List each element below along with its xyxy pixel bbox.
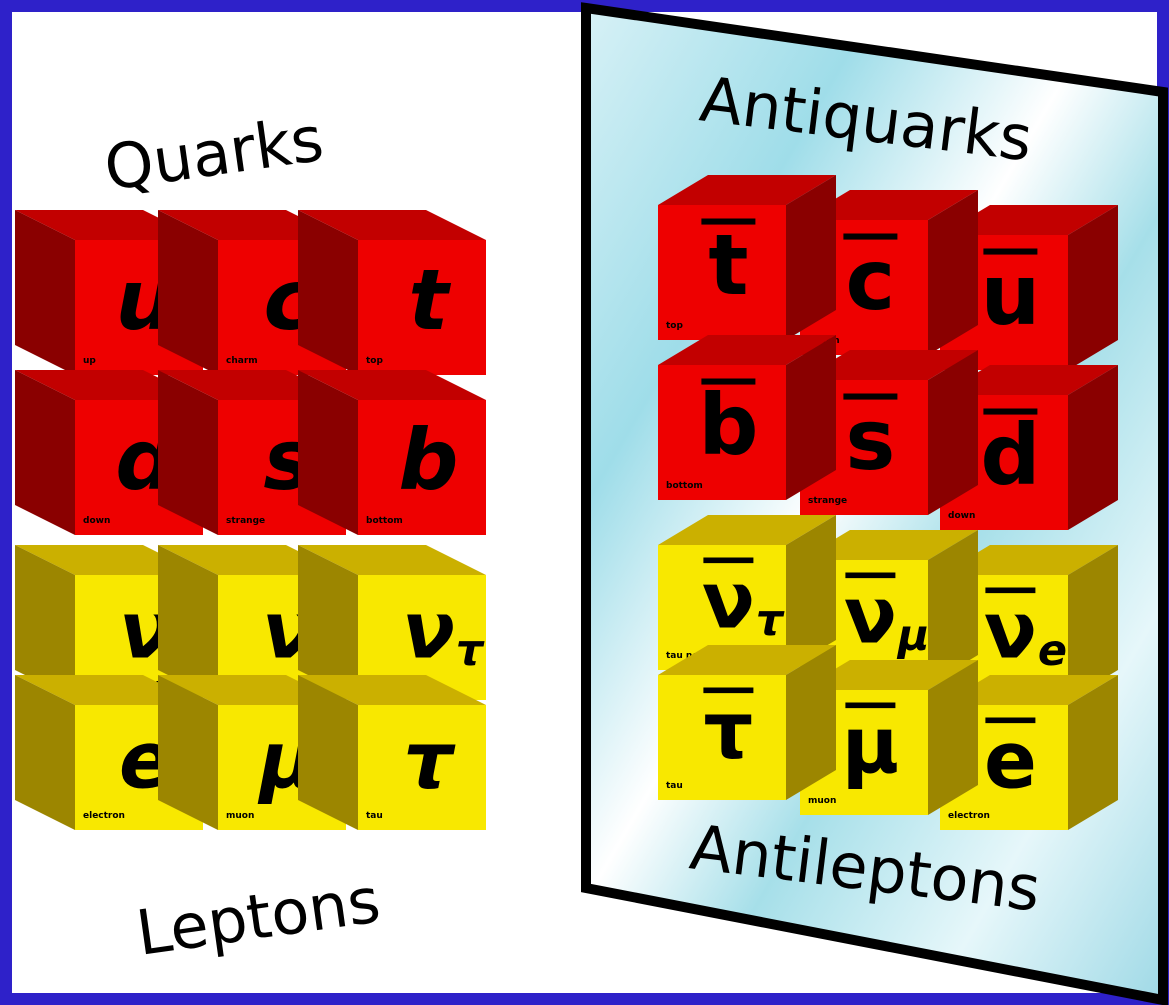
particle-name: tau: [666, 781, 683, 791]
particle-name: muon: [226, 811, 254, 821]
particle-symbol: τ: [704, 687, 754, 777]
antiparticle-bar: [843, 234, 897, 240]
particle-name: electron: [83, 811, 125, 821]
particle-symbol: ν: [702, 557, 755, 647]
particle-symbol: ν: [844, 572, 897, 662]
particle-symbol: d: [980, 406, 1040, 504]
antiparticle-bar: [701, 379, 755, 385]
particle-symbol: b: [398, 411, 458, 509]
antiparticle-bar: [983, 409, 1037, 415]
particle-name: bottom: [666, 481, 703, 491]
particle-cube: t top: [658, 175, 836, 340]
particle-symbol: t: [708, 216, 748, 314]
antiparticle-bar: [843, 394, 897, 400]
particle-symbol: u: [980, 246, 1040, 344]
particle-symbol: τ: [404, 717, 457, 807]
particle-name: bottom: [366, 516, 403, 526]
particle-name: electron: [948, 811, 990, 821]
antiparticle-bar: [983, 249, 1037, 255]
quarks-title: Quarks: [100, 102, 328, 205]
particle-symbol: b: [698, 376, 758, 474]
particle-subscript: e: [1038, 626, 1067, 676]
particle-subscript: τ: [756, 596, 785, 646]
particle-subscript: μ: [896, 611, 930, 661]
particle-cube: b bottom: [658, 335, 836, 500]
particle-name: down: [83, 516, 110, 526]
antiparticle-bar: [985, 588, 1035, 594]
antiparticle-bar: [703, 688, 753, 694]
leptons-title: Leptons: [132, 863, 385, 969]
particle-name: top: [366, 356, 383, 366]
matter-cubes: uupccharmttopddownsstrangebbottomνeelect…: [15, 210, 486, 830]
particle-cube: b bottom: [298, 370, 486, 535]
antiparticle-bar: [703, 558, 753, 564]
particle-symbol: μ: [842, 702, 899, 792]
antiparticle-bar: [985, 718, 1035, 724]
particle-symbol: ν: [984, 587, 1037, 677]
particle-cube: τ tau: [658, 645, 836, 800]
antiparticle-bar: [845, 703, 895, 709]
particle-name: strange: [226, 516, 265, 526]
particle-symbol: s: [845, 391, 895, 489]
antiparticle-bar: [701, 219, 755, 225]
particle-name: top: [666, 321, 683, 331]
particle-name: charm: [226, 356, 258, 366]
particle-cube: t top: [298, 210, 486, 375]
particle-symbol: e: [984, 717, 1037, 807]
particle-cube: τ tau: [298, 675, 486, 830]
particle-name: tau: [366, 811, 383, 821]
particle-name: up: [83, 356, 96, 366]
particle-name: down: [948, 511, 975, 521]
particle-symbol: c: [846, 231, 896, 329]
particle-symbol: ν: [402, 587, 455, 677]
particle-subscript: τ: [456, 626, 485, 676]
antiparticle-bar: [845, 573, 895, 579]
particle-name: muon: [808, 796, 836, 806]
particle-symbol: t: [408, 251, 451, 349]
particle-name: strange: [808, 496, 847, 506]
